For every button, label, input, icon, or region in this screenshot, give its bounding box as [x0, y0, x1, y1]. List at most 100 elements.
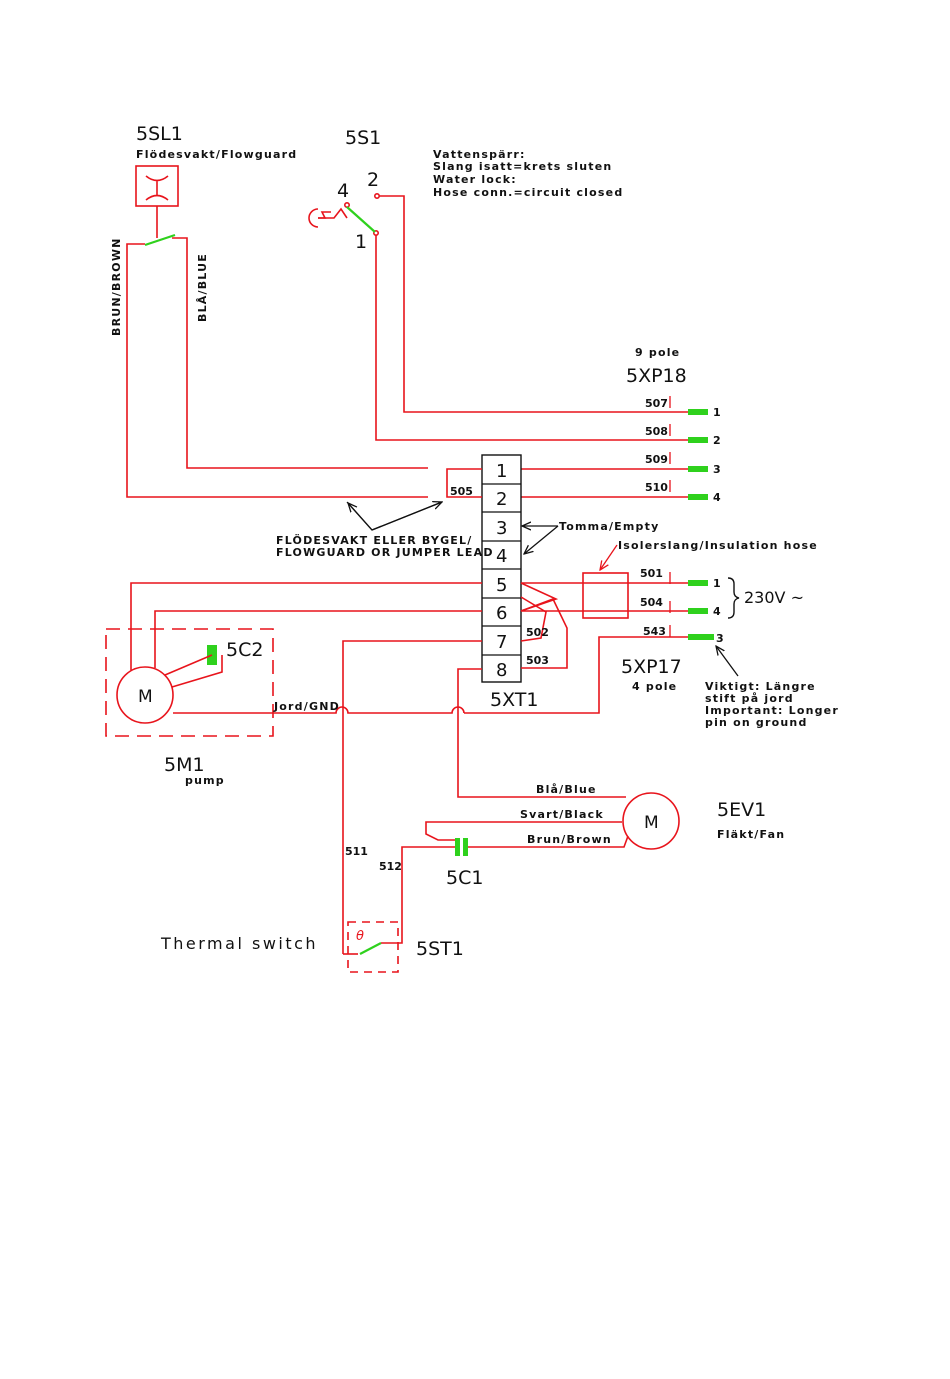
capacitor-5c2-label: 5C2: [226, 639, 263, 661]
fan-wire-brown-label: Brun/Brown: [527, 833, 612, 846]
connector18-pin-label-3: 3: [713, 463, 721, 476]
terminal-8: 8: [496, 660, 507, 681]
wire-512-line: [381, 846, 455, 944]
terminal-5xt1: 1 2 3 4 5 6 7 8 5XT1 505: [446, 454, 538, 711]
water-lock-note-3: Water lock:: [433, 173, 517, 186]
wire-504: 504: [640, 596, 663, 609]
blue-wire-label: BLÅ/BLUE: [196, 253, 209, 322]
fan-desc: Fläkt/Fan: [717, 828, 785, 841]
connector-5xp18: 9 pole 5XP18 507 508 509 510 1 2 3 4: [521, 346, 721, 504]
connector18-pin-label-4: 4: [713, 491, 721, 504]
jumper-505: [446, 468, 482, 498]
note-important-2: stift på jord: [705, 692, 794, 705]
pump-ground: [173, 706, 465, 714]
wire-543: 543: [643, 625, 666, 638]
notes: FLÖDESVAKT ELLER BYGEL/ FLOWGUARD OR JUM…: [276, 501, 838, 729]
terminal-1: 1: [496, 461, 507, 482]
note-important-4: pin on ground: [705, 716, 808, 729]
ground-wire-543: [464, 636, 688, 714]
wire-510: 510: [645, 481, 668, 494]
flowguard-symbol: [145, 175, 169, 201]
wire-511: 511: [345, 845, 368, 858]
capacitor-5c1-b: [463, 838, 468, 856]
terminal-3: 3: [496, 518, 507, 539]
blue-wire: [172, 237, 428, 469]
wire-509: 509: [645, 453, 668, 466]
terminal-6: 6: [496, 603, 507, 624]
wire-505: 505: [450, 485, 473, 498]
thermal-housing: [347, 921, 399, 973]
thermal-id: 5ST1: [416, 938, 464, 960]
wire-508: 508: [645, 425, 668, 438]
connector18-id: 5XP18: [626, 365, 687, 387]
terminal-2: 2: [496, 489, 507, 510]
switch-pin-2: 2: [367, 169, 379, 191]
connector17-pin-1: [688, 580, 708, 586]
wire-512: 512: [379, 860, 402, 873]
flowguard-id: 5SL1: [136, 123, 183, 145]
fan-motor-label: M: [644, 813, 659, 833]
pump-5m1: M 5C2 Jord/GND 5M1 pump 502 503: [105, 582, 568, 787]
switch-id: 5S1: [345, 127, 381, 149]
thermal-label: Thermal switch: [160, 934, 318, 953]
connector17-id: 5XP17: [621, 656, 682, 678]
wire-503: 503: [526, 654, 549, 667]
thermal-symbol: θ: [356, 929, 364, 944]
capacitor-5c1-label: 5C1: [446, 867, 483, 889]
flowguard-5sl1: 5SL1 Flödesvakt/Flowguard BRUN/BROWN BLÅ…: [110, 123, 428, 498]
connector17-pin-label-1: 1: [713, 577, 721, 590]
water-lock-note-4: Hose conn.=circuit closed: [433, 186, 623, 199]
note-flowguard-arrows: [346, 501, 443, 531]
connector18-pin-4: [688, 494, 708, 500]
fan-5ev1: 5C1 M Blå/Blue Svart/Black Brun/Brown 5E…: [425, 668, 785, 889]
note-empty: Tomma/Empty: [559, 520, 659, 533]
note-insulation: Isolerslang/Insulation hose: [618, 539, 818, 552]
brown-wire-label: BRUN/BROWN: [110, 237, 123, 336]
pump-id: 5M1: [164, 754, 205, 776]
switch-pin-1: 1: [355, 231, 367, 253]
connector17-pin-label-4: 4: [713, 605, 721, 618]
thermal-contact: [359, 942, 382, 955]
connector18-pin-label-2: 2: [713, 434, 721, 447]
pump-wire-t6: [154, 610, 482, 668]
voltage-brace: [727, 577, 740, 619]
flowguard-contact: [144, 233, 176, 247]
pump-housing: [105, 628, 274, 737]
note-important-1: Viktigt: Längre: [705, 680, 816, 693]
switch-wire-507: [379, 195, 688, 413]
capacitor-5c1-a: [455, 838, 460, 856]
water-lock-note-2: Slang isatt=krets sluten: [433, 160, 612, 173]
voltage-label: 230V ~: [744, 588, 804, 607]
brown-wire: [126, 243, 428, 498]
note-flowguard-1: FLÖDESVAKT ELLER BYGEL/: [276, 533, 472, 547]
water-lock-note-1: Vattenspärr:: [433, 148, 526, 161]
terminal-5: 5: [496, 575, 507, 596]
connector-5xp17: 501 504 543 1 4 3 230V ~ 5XP17 4 pole: [464, 567, 804, 714]
wire-502: 502: [526, 626, 549, 639]
connector18-poles: 9 pole: [635, 346, 680, 359]
pump-desc: pump: [185, 774, 225, 787]
fan-blue-wire: [457, 668, 626, 798]
connector18-pin-1: [688, 409, 708, 415]
ground-label: Jord/GND: [273, 700, 340, 713]
note-flowguard-2: FLOWGUARD OR JUMPER LEAD: [276, 546, 494, 559]
connector17-pin-3: [688, 634, 714, 640]
fan-wire-blue-label: Blå/Blue: [536, 783, 597, 796]
pump-motor-label: M: [138, 687, 153, 707]
connector17-pin-label-3: 3: [716, 632, 724, 645]
connector17-pin-4: [688, 608, 708, 614]
pump-wire-t5: [130, 582, 482, 670]
connector18-pin-3: [688, 466, 708, 472]
switch-wire-508: [375, 235, 688, 441]
terminal-7: 7: [496, 632, 507, 653]
connector17-poles: 4 pole: [632, 680, 677, 693]
thermal-switch-5st1: 511 512 θ Thermal switch 5ST1: [160, 640, 482, 973]
switch-lever: [346, 206, 376, 233]
fan-id: 5EV1: [717, 799, 766, 821]
wire-501: 501: [640, 567, 663, 580]
pump-motor: [116, 666, 174, 724]
wire-507: 507: [645, 397, 668, 410]
fan-motor: [622, 792, 680, 850]
